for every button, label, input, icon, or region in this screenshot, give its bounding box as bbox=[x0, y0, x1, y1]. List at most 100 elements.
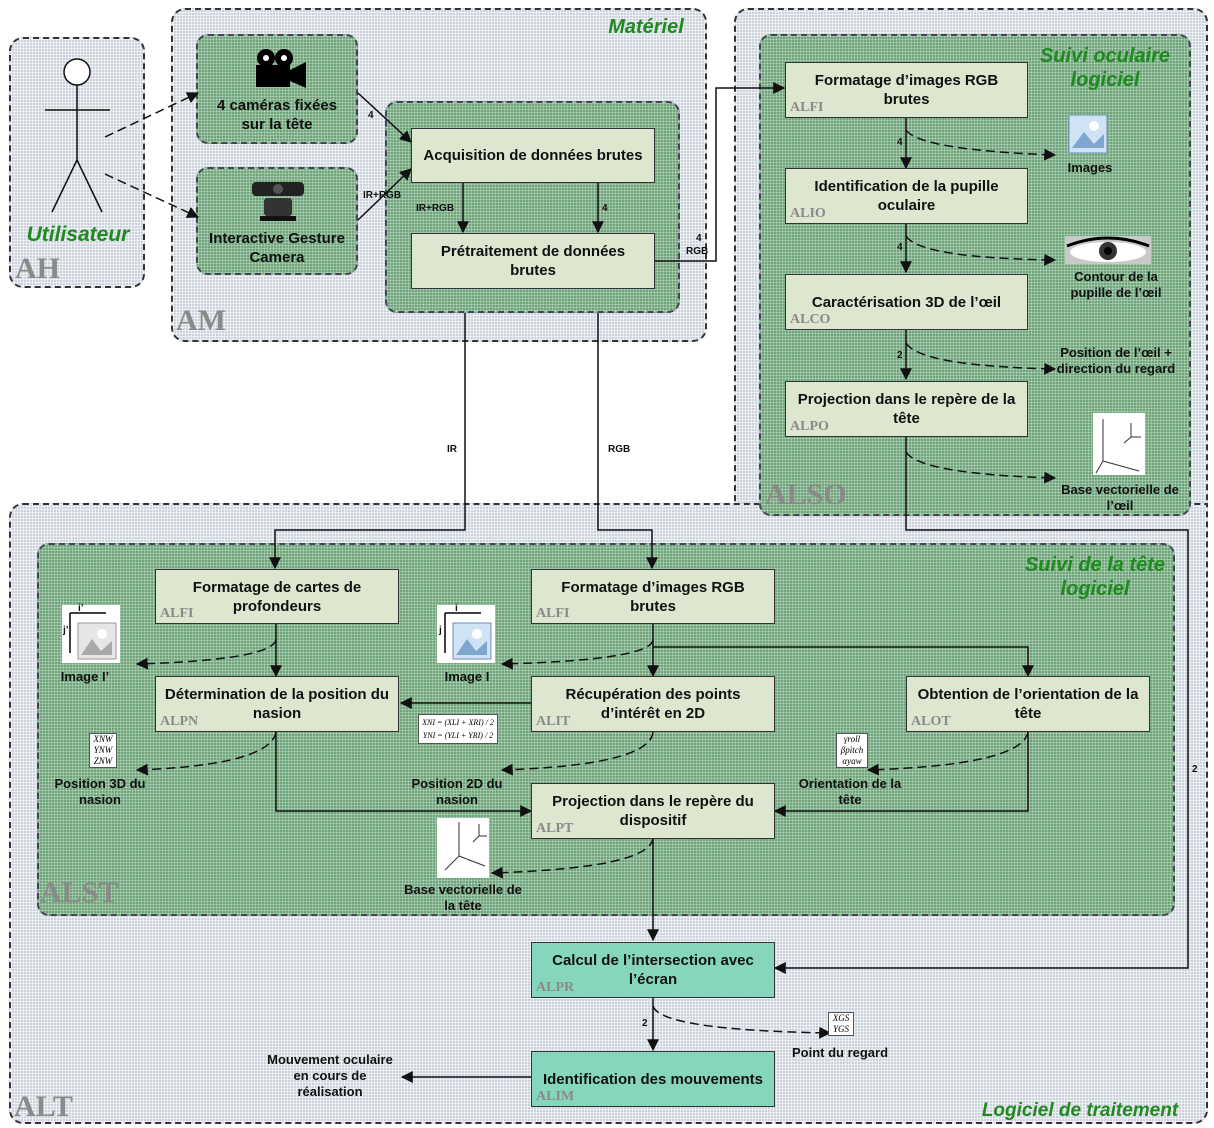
box-st-points-text: Récupération des points d’intérêt en 2D bbox=[565, 686, 741, 722]
edge-orient-proj bbox=[773, 732, 1029, 817]
edge-label-so2: 4 bbox=[897, 242, 903, 253]
box-intersection: Calcul de l’intersection avec l’écran AL… bbox=[531, 942, 775, 998]
output-orientation: Orientation de la tête bbox=[798, 776, 902, 807]
vector-base-head-icon bbox=[437, 818, 489, 878]
pos3d-x: XNW bbox=[93, 734, 113, 744]
label-alst: ALST bbox=[40, 876, 119, 909]
box-so-caracterisation-text: Caractérisation 3D de l’œil bbox=[811, 293, 1002, 311]
code-st-projection: ALPT bbox=[536, 821, 574, 836]
box-so-projection-text: Projection dans le repère de la tête bbox=[797, 391, 1016, 427]
code-so-projection: ALPO bbox=[790, 419, 829, 434]
label-am: AM bbox=[176, 304, 226, 337]
box-so-formatage: Formatage d’images RGB brutes ALFI bbox=[785, 62, 1028, 118]
edge-intersection-out bbox=[652, 1005, 832, 1039]
title-logiciel-traitement: Logiciel de traitement bbox=[981, 1100, 1179, 1121]
edge-pre-also bbox=[655, 82, 786, 262]
box-gesture: Interactive Gesture Camera bbox=[198, 225, 356, 271]
pos2d-formula-x: XNI = (XLI + XRI) / 2 bbox=[422, 718, 494, 727]
box-st-nasion: Détermination de la position du nasion A… bbox=[155, 676, 399, 732]
axis-j-prime: j’ bbox=[63, 625, 69, 636]
edge-so-out-3 bbox=[905, 342, 1057, 375]
label-ah: AH bbox=[15, 252, 60, 285]
box-st-projection: Projection dans le repère du dispositif … bbox=[531, 783, 775, 839]
output-pos3d: Position 3D du nasion bbox=[54, 776, 146, 807]
output-mouvement-oculaire: Mouvement oculaire en cours de réalisati… bbox=[267, 1052, 393, 1099]
movie-camera-icon bbox=[256, 49, 306, 88]
edge-label-two-right: 2 bbox=[1192, 764, 1198, 775]
output-position-oeil: Position de l’œil + direction du regard bbox=[1056, 345, 1176, 376]
title-materiel: Matériel bbox=[608, 16, 684, 38]
edge-cartes-image bbox=[135, 639, 277, 670]
output-image-prime: Image I’ bbox=[60, 669, 110, 684]
edge-label-irrgb-b: IR+RGB bbox=[416, 203, 455, 214]
vector-base-eye-icon bbox=[1093, 413, 1145, 475]
axis-i-prime: i’ bbox=[78, 603, 84, 614]
box-gesture-text: Interactive Gesture Camera bbox=[209, 230, 345, 266]
edge-label-4a: 4 bbox=[368, 110, 374, 121]
edge-cameras-acq bbox=[357, 92, 412, 143]
orientation-roll: γroll bbox=[843, 734, 861, 744]
code-st-rgb: ALFI bbox=[536, 606, 570, 621]
box-mouvements: Identification des mouvements ALIM bbox=[531, 1051, 775, 1107]
user-figure bbox=[45, 58, 110, 213]
orientation-pitch: βpitch bbox=[840, 745, 864, 755]
eye-icon bbox=[1065, 236, 1151, 264]
title-suivi-oculaire: Suivi oculaire logiciel bbox=[1039, 45, 1171, 91]
code-st-cartes: ALFI bbox=[160, 606, 194, 621]
code-so-formatage: ALFI bbox=[790, 100, 824, 115]
image-prime-icon bbox=[62, 605, 120, 663]
edge-ir bbox=[269, 313, 466, 570]
edge-so-to-intersection bbox=[773, 436, 1189, 974]
edge-label-so3: 2 bbox=[897, 350, 903, 361]
edge-label-ir: IR bbox=[447, 444, 457, 455]
output-pos2d: Position 2D du nasion bbox=[411, 776, 503, 807]
edge-label-irrgb-a: IR+RGB bbox=[363, 190, 402, 201]
box-st-points: Récupération des points d’intérêt en 2D … bbox=[531, 676, 775, 732]
box-cameras: 4 caméras fixées sur la tête bbox=[198, 92, 356, 138]
edge-label-4rgb-n: 4 bbox=[696, 233, 702, 244]
orientation-vector: γroll βpitch αyaw bbox=[836, 733, 868, 768]
edge-label-4b: 4 bbox=[602, 203, 608, 214]
edge-proj-base bbox=[490, 837, 654, 879]
label-alt: ALT bbox=[14, 1090, 73, 1123]
point-regard-x: XGS bbox=[832, 1013, 850, 1023]
edge-label-rgb: RGB bbox=[608, 444, 631, 455]
edge-nasion-proj bbox=[275, 732, 533, 817]
output-image-i: Image I bbox=[444, 669, 490, 684]
box-pretraitement-text: Prétraitement de données brutes bbox=[440, 243, 626, 279]
edge-label-4rgb-t: RGB bbox=[686, 246, 709, 257]
edge-label-two-bottom: 2 bbox=[642, 1018, 648, 1029]
box-st-cartes-text: Formatage de cartes de profondeurs bbox=[192, 578, 362, 615]
output-point-regard: Point du regard bbox=[791, 1045, 889, 1060]
edge-so-out-1 bbox=[905, 129, 1057, 161]
edge-label-so1: 4 bbox=[897, 137, 903, 148]
code-st-points: ALIT bbox=[536, 714, 571, 729]
pos3d-y: YNW bbox=[93, 745, 113, 755]
box-st-orientation: Obtention de l’orientation de la tête AL… bbox=[906, 676, 1150, 732]
output-base-tete: Base vectorielle de la tête bbox=[404, 882, 522, 913]
axis-i: i bbox=[455, 603, 458, 614]
image-icon bbox=[1068, 114, 1108, 154]
box-so-identification: Identification de la pupille oculaire AL… bbox=[785, 168, 1028, 224]
box-cameras-text: 4 caméras fixées sur la tête bbox=[216, 97, 338, 133]
box-st-cartes: Formatage de cartes de profondeurs ALFI bbox=[155, 569, 399, 624]
box-mouvements-text: Identification des mouvements bbox=[542, 1070, 764, 1088]
output-contour: Contour de la pupille de l’œil bbox=[1070, 269, 1162, 300]
label-also: ALSO bbox=[765, 478, 847, 511]
code-intersection: ALPR bbox=[536, 980, 575, 995]
box-acquisition: Acquisition de données brutes bbox=[411, 128, 655, 183]
box-so-projection: Projection dans le repère de la tête ALP… bbox=[785, 381, 1028, 437]
box-pretraitement: Prétraitement de données brutes bbox=[411, 233, 655, 289]
edge-gesture-acq bbox=[357, 168, 412, 221]
box-st-rgb-text: Formatage d’images RGB brutes bbox=[561, 578, 745, 615]
edge-user-gesture bbox=[104, 173, 200, 218]
point-regard-vector: XGS YGS bbox=[828, 1012, 854, 1036]
code-st-orientation: ALOT bbox=[911, 714, 951, 729]
code-so-caracterisation: ALCO bbox=[790, 312, 831, 327]
pos3d-vector: XNW YNW ZNW bbox=[89, 733, 117, 768]
edge-nasion-pos3d bbox=[135, 731, 277, 776]
orientation-yaw: αyaw bbox=[842, 756, 862, 766]
webcam-icon bbox=[252, 182, 304, 221]
box-st-nasion-text: Détermination de la position du nasion bbox=[164, 686, 390, 722]
box-intersection-text: Calcul de l’intersection avec l’écran bbox=[552, 952, 754, 988]
